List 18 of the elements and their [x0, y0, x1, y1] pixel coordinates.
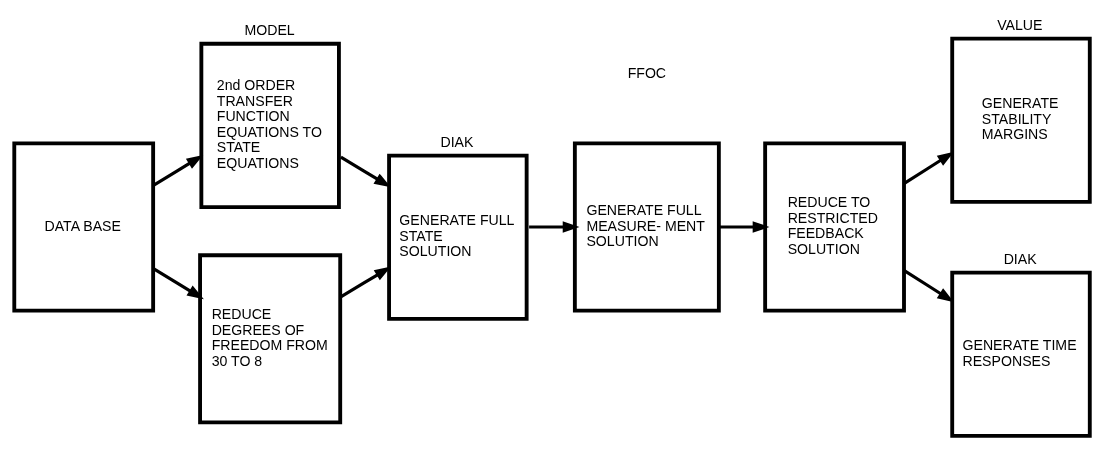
node-box: GENERATE STABILITY MARGINS — [950, 36, 1092, 204]
node-label: MODEL — [244, 21, 295, 38]
node-box: GENERATE TIME RESPONSES — [950, 270, 1092, 438]
node-label: DIAK — [440, 133, 474, 150]
arrow — [152, 266, 204, 299]
node-box: REDUCE DEGREES OF FREEDOM FROM 30 TO 8 — [198, 252, 343, 424]
arrow — [340, 155, 391, 187]
node-label: VALUE — [997, 16, 1043, 33]
arrow — [529, 220, 580, 233]
node-box: GENERATE FULL MEASURE- MENT SOLUTION — [572, 141, 721, 312]
node-label: DIAK — [1003, 250, 1037, 267]
node-box: GENERATE FULL STATE SOLUTION — [387, 153, 529, 321]
label: FFOC — [627, 64, 667, 81]
node-box: 2nd ORDER TRANSFER FUNCTION EQUATIONS TO STATE EQUATIONS — [199, 41, 341, 209]
arrow — [719, 220, 770, 233]
node-box: DATA BASE — [12, 141, 156, 312]
arrow — [152, 154, 204, 187]
node-box: REDUCE TO RESTRICTED FEEDBACK SOLUTION — [763, 141, 906, 312]
